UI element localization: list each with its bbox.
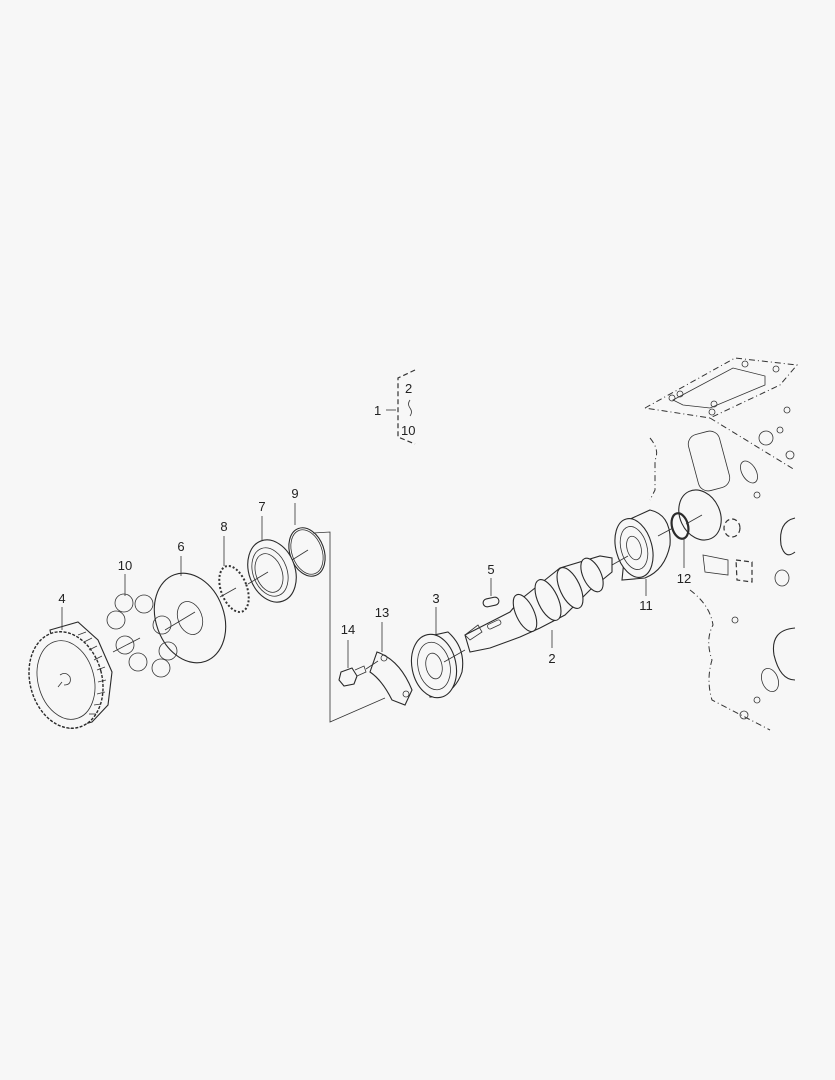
part-13-bearing-retainer <box>369 651 413 706</box>
callout-2: 2 <box>548 651 555 666</box>
callout-4: 4 <box>58 591 65 606</box>
group-callout-1: 1 2 10 <box>374 369 415 445</box>
callout-1-label: 1 <box>374 403 381 418</box>
callout-13: 13 <box>375 605 389 620</box>
assembly-bracket-line <box>312 531 386 723</box>
part-5-key <box>482 596 500 608</box>
callout-3: 3 <box>432 591 439 606</box>
part-3-ball-bearing <box>410 631 466 699</box>
part-4-camshaft-gear <box>28 621 113 729</box>
callout-14: 14 <box>341 622 355 637</box>
part-8-ball-retainer <box>218 565 250 613</box>
callout-6: 6 <box>177 539 184 554</box>
callout-9: 9 <box>291 486 298 501</box>
part-10-shims <box>106 593 178 678</box>
leader-lines <box>61 503 685 668</box>
part-2-camshaft <box>464 555 629 653</box>
callout-range-start: 2 <box>405 381 412 396</box>
callout-11: 11 <box>639 598 653 613</box>
callout-5: 5 <box>487 562 494 577</box>
callout-7: 7 <box>258 499 265 514</box>
callout-12: 12 <box>677 571 691 586</box>
part-14-bolt <box>338 660 379 687</box>
part-11-ball-bearing <box>614 509 671 581</box>
callout-8: 8 <box>220 519 227 534</box>
engine-block <box>644 357 798 731</box>
callout-range-end: 10 <box>401 423 415 438</box>
callout-labels: 2 3 4 5 6 7 8 9 10 11 12 13 14 <box>58 486 691 666</box>
part-7-oil-seal <box>247 539 297 603</box>
part-12-seal <box>657 512 703 540</box>
part-6-thrust-washer <box>153 572 227 664</box>
callout-10: 10 <box>118 558 132 573</box>
